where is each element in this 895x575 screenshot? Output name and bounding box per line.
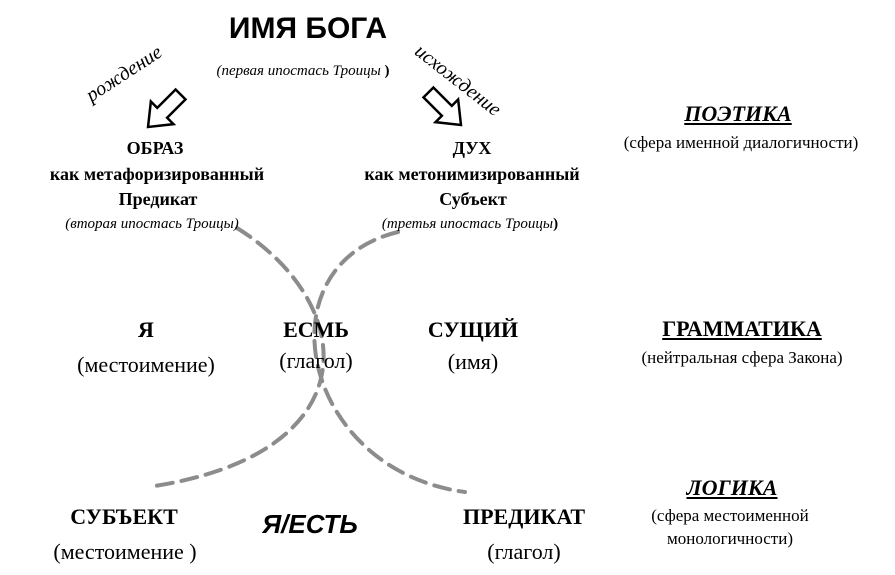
spirit-subtitle: как метонимизированный [364,164,580,184]
word-esm: ЕСМЬ [283,317,349,342]
spirit-title: ДУХ [452,138,492,158]
poetics-title: ПОЭТИКА [684,101,792,126]
third-hypostasis-text: (третья ипостась Троицы [381,216,554,232]
first-hypostasis-text: (первая ипостась Троицы [216,63,381,79]
grammar-title: ГРАММАТИКА [662,316,822,341]
word-ya-est: Я/ЕСТЬ [262,509,358,539]
word-ya-note: (местоимение) [77,352,215,377]
word-sushchiy-note: (имя) [447,349,499,374]
third-hypostasis-note: (третья ипостась Троицы) [382,216,558,233]
image-predicate: Предикат [118,189,198,209]
poetics-subtitle: (сфера именной диалогичности) [623,133,859,152]
word-sushchiy: СУЩИЙ [427,317,519,342]
word-ya: Я [138,317,154,342]
image-title: ОБРАЗ [126,138,184,158]
word-subject-note: (местоимение ) [53,539,197,564]
procession-arrow-icon [421,85,463,127]
word-subject: СУБЪЕКТ [70,504,178,529]
spirit-subject: Субъект [439,189,507,209]
first-hypostasis-paren: ) [384,63,390,79]
image-subtitle: как метафоризированный [49,164,265,184]
first-hypostasis-note: (первая ипостась Троицы ) [216,63,389,80]
second-hypostasis-note: (вторая ипостась Троицы) [65,216,239,232]
word-predicate-note: (глагол) [487,539,561,564]
logic-subtitle-line2: монологичности) [667,529,793,548]
birth-arrow-icon [146,87,188,129]
word-esm-note: (глагол) [279,348,353,373]
logic-subtitle-line1: (сфера местоименной [651,506,809,525]
grammar-subtitle: (нейтральная сфера Закона) [641,348,843,367]
third-hypostasis-paren: ) [553,216,559,232]
right-dashed-arc [312,230,467,494]
word-predicate: ПРЕДИКАТ [462,504,586,529]
logic-title: ЛОГИКА [686,475,778,500]
main-title: ИМЯ БОГА [228,12,388,45]
